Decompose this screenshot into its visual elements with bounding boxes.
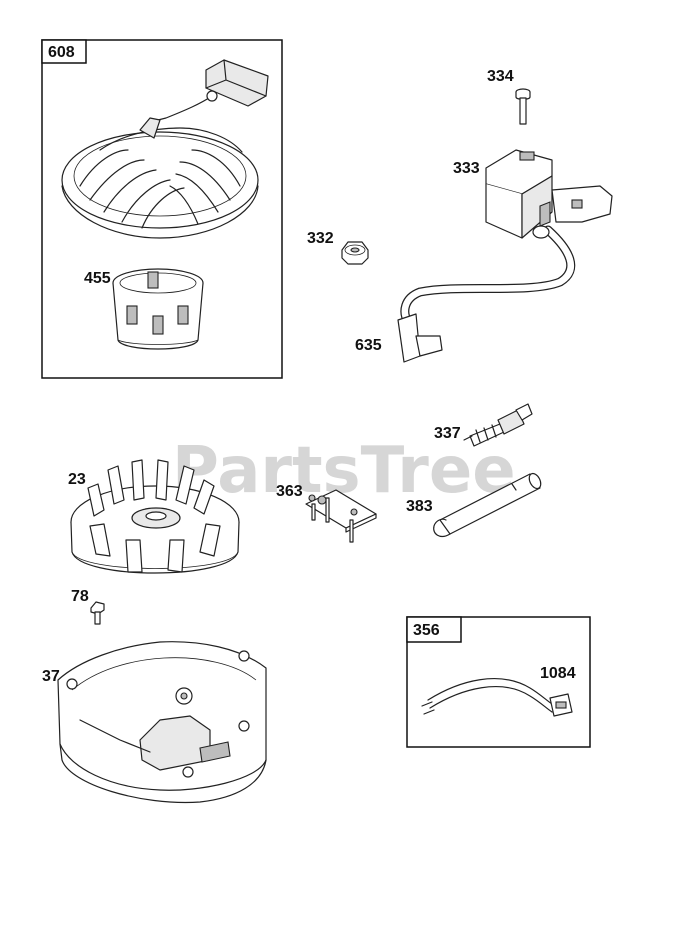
part-23-label: 23 — [68, 471, 86, 488]
part-78-label: 78 — [71, 588, 89, 605]
part-455[interactable]: 455 — [84, 268, 204, 350]
part-333[interactable]: 333 — [453, 149, 613, 239]
group-608-label: 608 — [48, 44, 75, 61]
part-635[interactable]: 635 — [355, 225, 576, 363]
part-383-label: 383 — [406, 498, 433, 515]
group-356[interactable]: 356 — [406, 616, 591, 748]
part-1084[interactable]: 1084 — [421, 665, 576, 717]
part-383[interactable]: 383 — [406, 472, 543, 538]
part-332-label: 332 — [307, 230, 334, 247]
part-333-label: 333 — [453, 160, 480, 177]
part-363-label: 363 — [276, 483, 303, 500]
part-1084-label: 1084 — [540, 665, 576, 682]
part-78[interactable]: 78 — [71, 588, 105, 625]
part-337[interactable]: 337 — [434, 403, 533, 447]
part-635-label: 635 — [355, 337, 382, 354]
part-337-label: 337 — [434, 425, 461, 442]
part-23[interactable]: 23 — [68, 459, 240, 574]
part-334-label: 334 — [487, 68, 514, 85]
part-37[interactable]: 37 — [42, 641, 267, 804]
part-37-label: 37 — [42, 668, 60, 685]
part-363[interactable]: 363 — [276, 483, 377, 543]
recoil-starter-housing[interactable] — [61, 59, 269, 239]
group-356-label: 356 — [413, 622, 440, 639]
part-332[interactable]: 332 — [307, 230, 369, 265]
part-455-label: 455 — [84, 270, 111, 287]
part-334[interactable]: 334 — [487, 68, 531, 125]
group-608[interactable]: 608 — [41, 39, 283, 379]
